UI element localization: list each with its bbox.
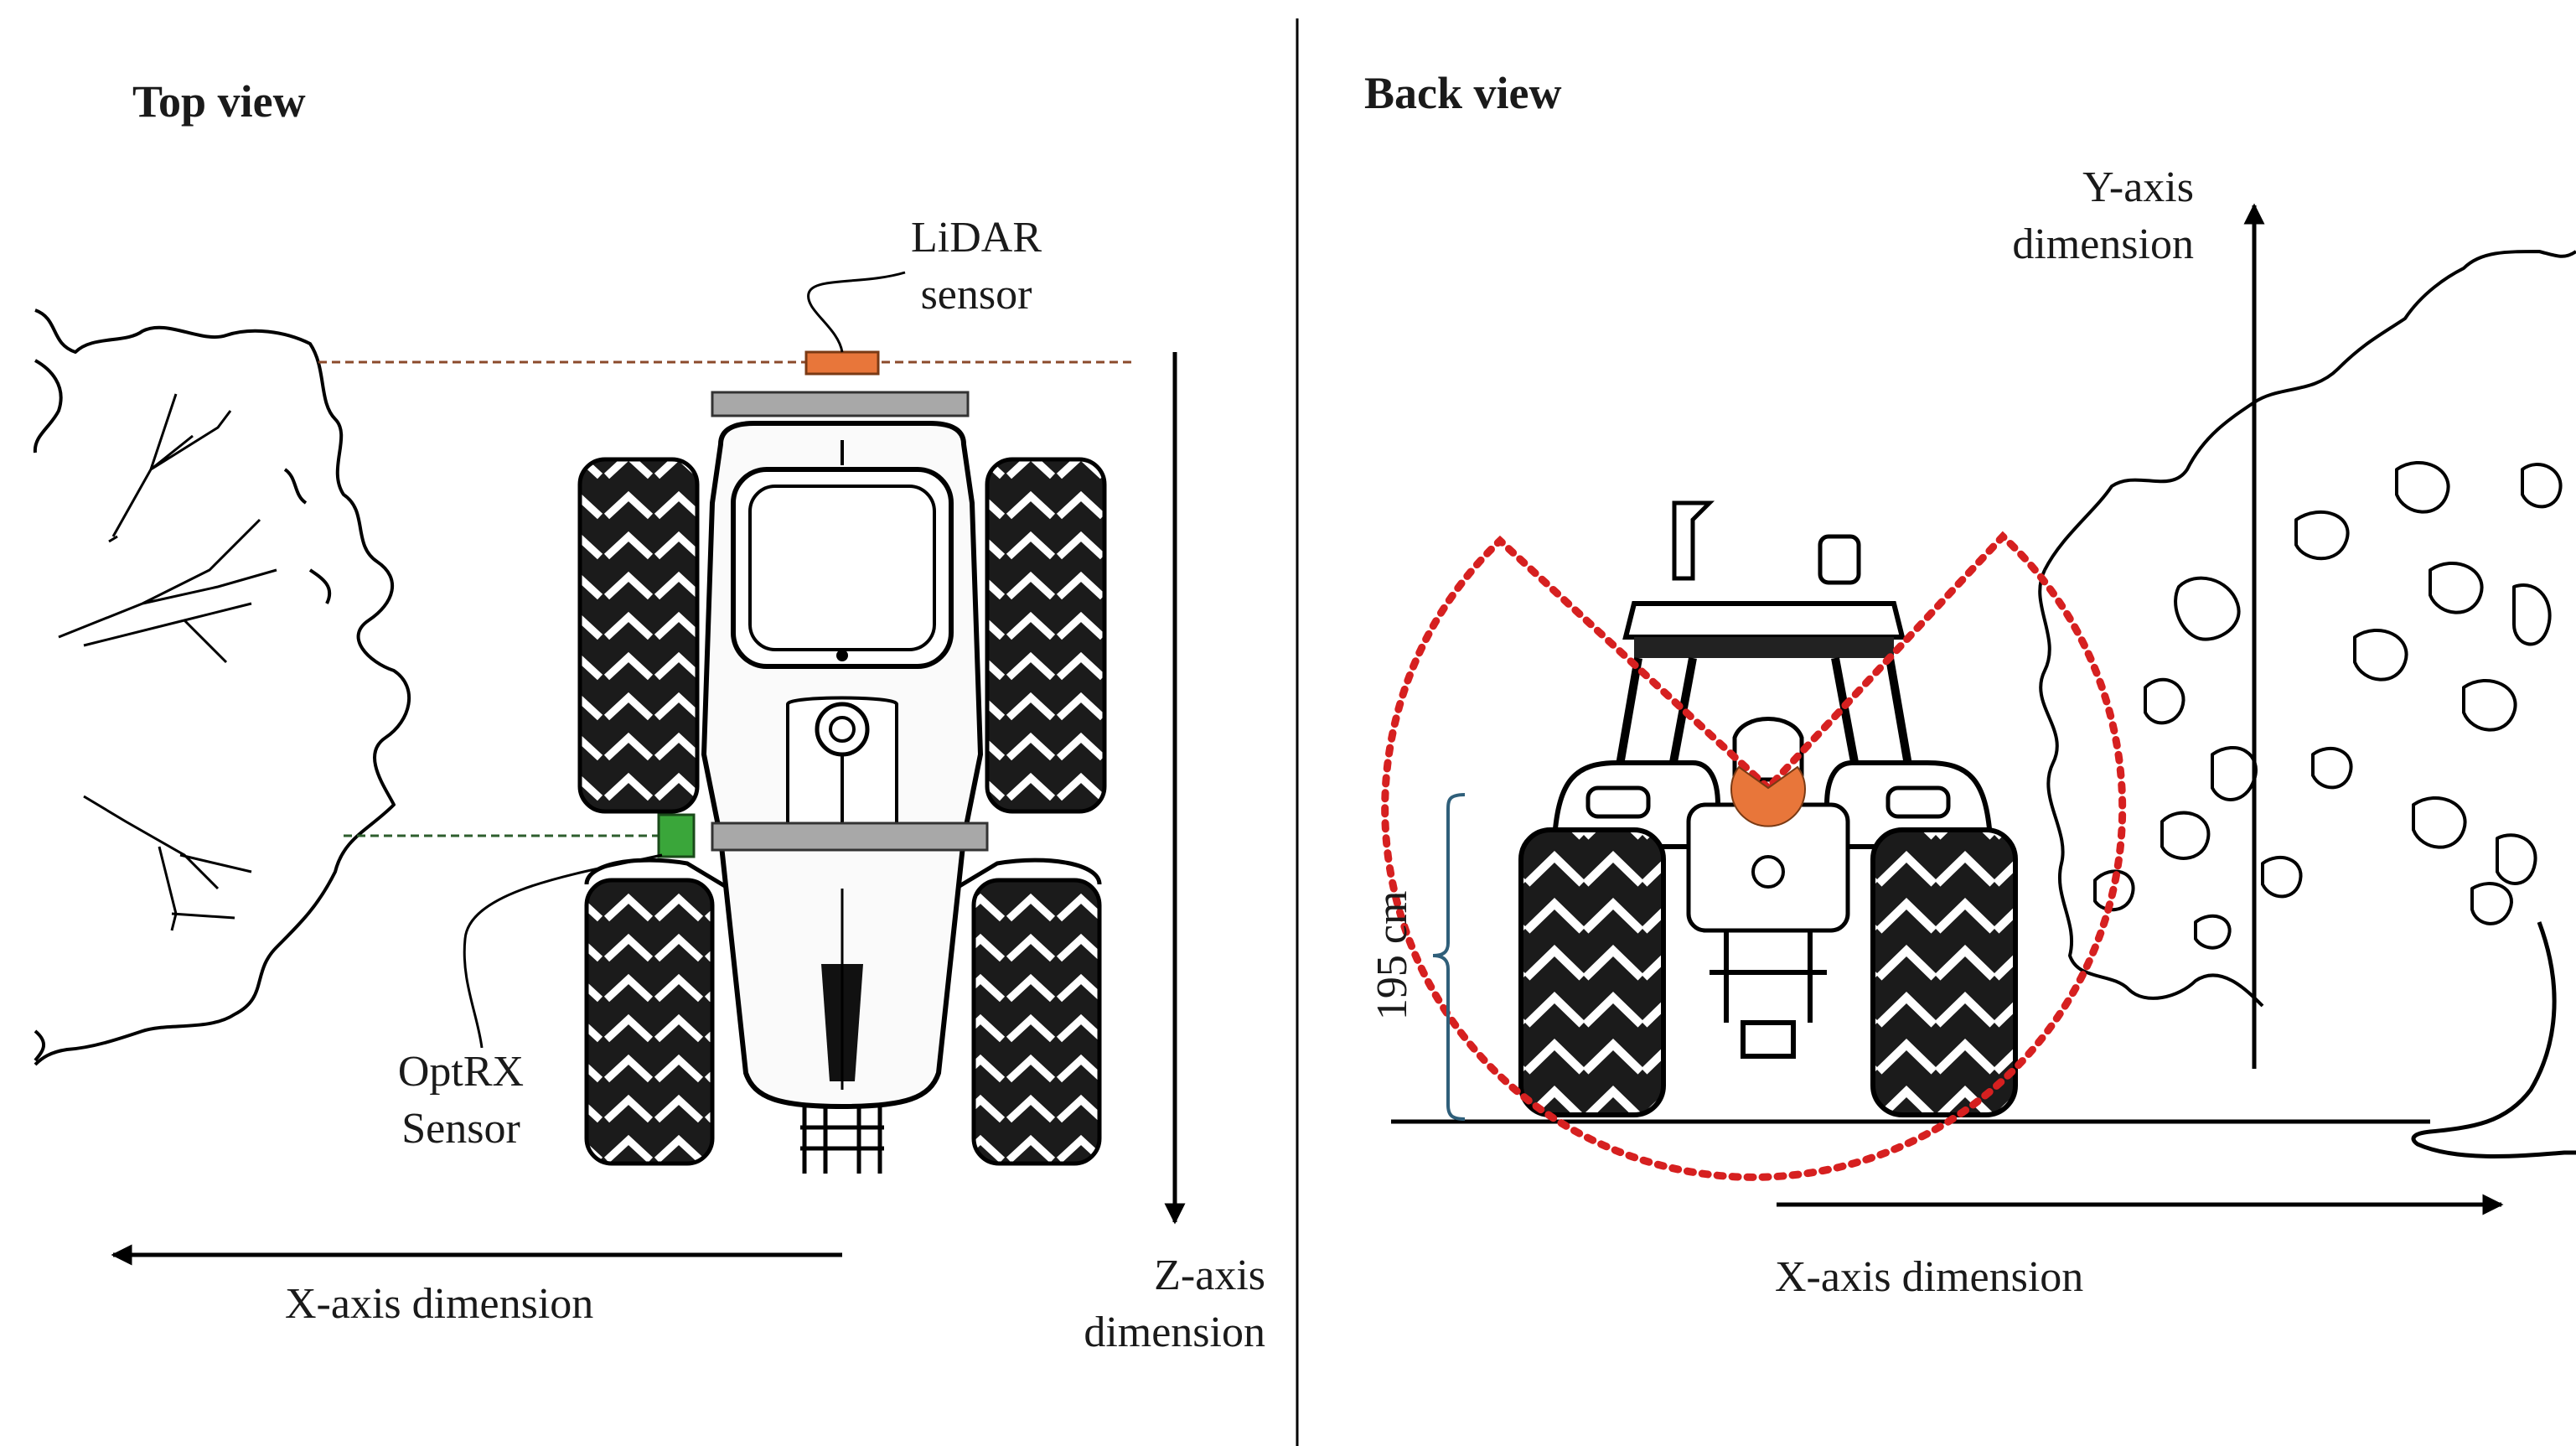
back-view-title: Back view	[1364, 68, 1562, 118]
tree-row-canopy-top-view	[33, 308, 411, 1066]
height-label: 195 cm	[1368, 890, 1417, 1021]
z-axis-label: Z-axis dimension	[1014, 1247, 1265, 1360]
lidar-label-line2: sensor	[920, 270, 1032, 319]
rear-sensor-boom	[711, 821, 989, 852]
z-axis-label-line1: Z-axis	[1154, 1252, 1265, 1299]
y-axis-label: Y-axis dimension	[1927, 159, 2194, 272]
x-axis-label-back-view: X-axis dimension	[1775, 1253, 2084, 1301]
front-sensor-boom	[711, 391, 970, 417]
optrx-label-line1: OptRX	[397, 1048, 525, 1096]
top-view-title: Top view	[132, 76, 306, 127]
tree-canopy-back-view	[2038, 250, 2576, 1008]
lidar-sensor	[804, 350, 880, 376]
y-axis-label-line1: Y-axis	[2082, 163, 2194, 211]
lidar-label: LiDAR sensor	[880, 210, 1073, 323]
tree-trunk-back-view	[2411, 921, 2576, 1158]
optrx-leader-line	[463, 853, 663, 1049]
tractor-back-view	[1518, 500, 2018, 1117]
tree-branches-top-view	[58, 393, 277, 931]
lidar-label-line1: LiDAR	[911, 214, 1042, 262]
lidar-sensor-back-view	[1730, 765, 1806, 827]
x-axis-label-top-view: X-axis dimension	[285, 1280, 594, 1328]
optrx-sensor	[657, 813, 696, 858]
optrx-label: OptRX Sensor	[369, 1044, 553, 1157]
optrx-label-line2: Sensor	[401, 1104, 520, 1153]
lidar-leader-line	[807, 271, 906, 353]
y-axis-label-line2: dimension	[2012, 220, 2194, 268]
z-axis-label-line2: dimension	[1084, 1308, 1265, 1356]
height-bracket	[1432, 793, 1466, 1121]
lidar-scan-field	[1381, 531, 2127, 1181]
tractor-top-view	[577, 421, 1107, 1174]
